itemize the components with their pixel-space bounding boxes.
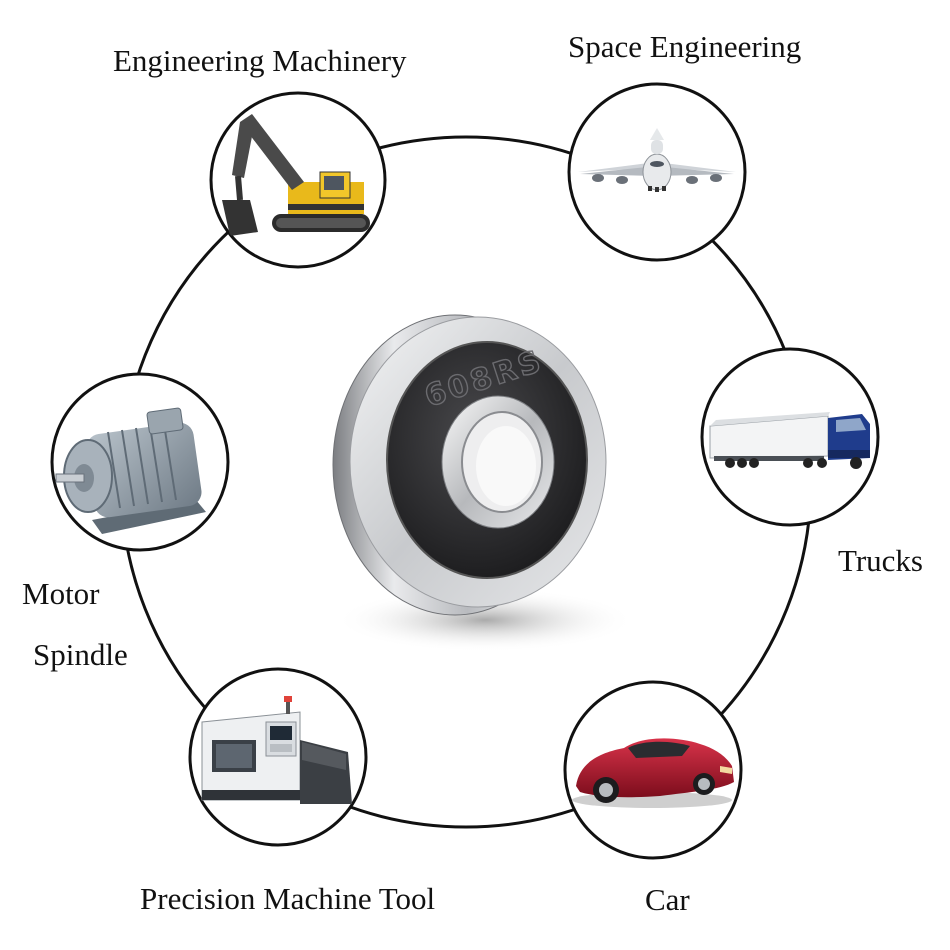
label-motor: Motor (22, 576, 100, 611)
label-precision-machine-tool: Precision Machine Tool (140, 881, 436, 916)
car-panel (563, 680, 743, 860)
electric-motor-icon (55, 407, 206, 534)
label-trucks: Trucks (838, 543, 923, 578)
cnc-panel (188, 667, 368, 847)
excavator-panel (209, 91, 387, 269)
label-car: Car (645, 882, 690, 917)
truck-icon (709, 412, 870, 469)
airplane-panel (567, 82, 747, 262)
airplane-icon (578, 128, 736, 192)
excavator-icon (222, 114, 370, 236)
truck-panel (700, 347, 880, 527)
motor-panel (50, 372, 230, 552)
label-engineering-machinery: Engineering Machinery (113, 43, 407, 78)
label-space-engineering: Space Engineering (568, 29, 802, 64)
label-spindle: Spindle (33, 637, 128, 672)
sports-car-icon (572, 738, 734, 808)
cnc-lathe-icon (201, 696, 352, 804)
ball-bearing-icon: 608RS (332, 314, 635, 652)
